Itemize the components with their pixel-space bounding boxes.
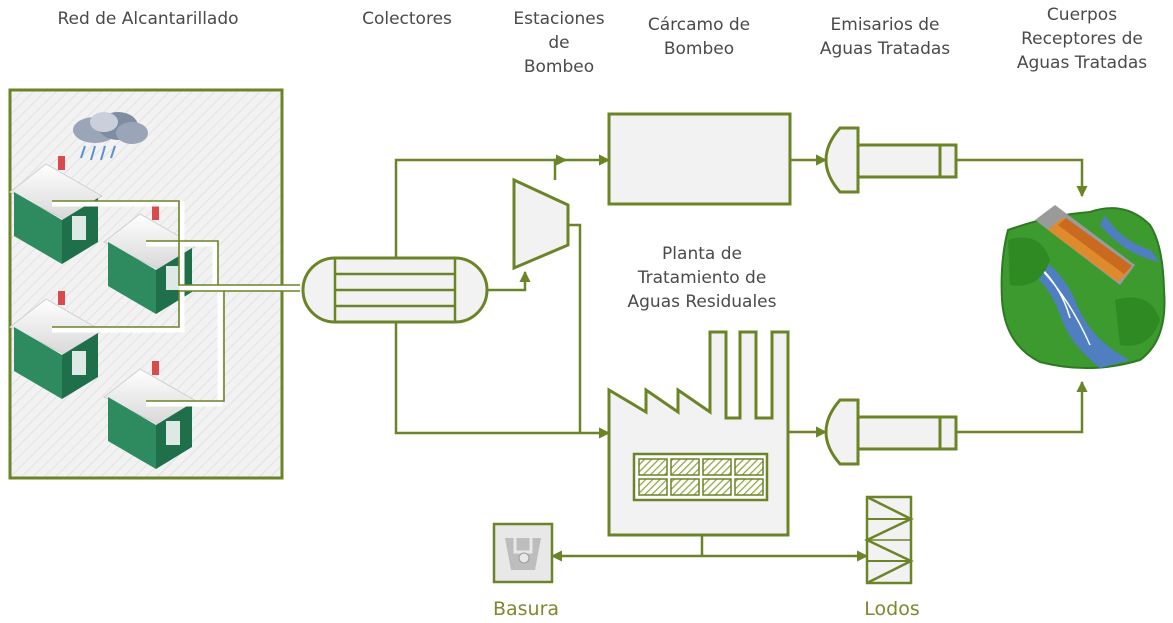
label-red-alcantarillado: Red de Alcantarillado — [57, 9, 238, 29]
treated-outfall-bottom — [824, 398, 958, 466]
label-cuerpos-3: Aguas Tratadas — [1017, 53, 1147, 73]
label-planta-2: Tratamiento de — [637, 268, 767, 288]
flow-arrow — [956, 380, 1088, 434]
label-emisarios-2: Aguas Tratadas — [820, 39, 950, 59]
label-colectores: Colectores — [362, 9, 452, 29]
flow-arrow — [394, 154, 568, 258]
rain-cloud-icon — [73, 112, 148, 161]
flow-lines — [394, 154, 1088, 562]
pump-sump-box — [607, 112, 792, 206]
flow-arrow — [394, 322, 611, 439]
sewer-network-box — [8, 88, 300, 480]
label-cuerpos-1: Cuerpos — [1047, 5, 1117, 25]
treatment-plant-factory — [607, 330, 790, 537]
label-emisarios-1: Emisarios de — [831, 15, 940, 35]
pumping-station — [512, 177, 570, 271]
label-planta-1: Planta de — [662, 244, 742, 264]
label-carcamo-1: Cárcamo de — [648, 15, 750, 35]
flow-arrow — [487, 270, 531, 292]
flow-arrow — [553, 154, 611, 180]
label-lodos: Lodos — [864, 598, 919, 620]
flow-arrow — [956, 158, 1088, 198]
label-cuerpos-2: Receptores de — [1021, 29, 1143, 49]
label-estaciones-2: de — [548, 33, 569, 53]
trash-bin-icon — [492, 522, 554, 584]
label-basura: Basura — [493, 598, 559, 620]
label-carcamo-2: Bombeo — [664, 39, 734, 59]
river-landscape-icon — [1000, 205, 1166, 370]
label-estaciones-3: Bombeo — [524, 57, 594, 77]
label-planta-3: Aguas Residuales — [628, 292, 777, 312]
label-estaciones-1: Estaciones — [513, 9, 604, 29]
collector-tank — [301, 256, 489, 324]
sludge-container-icon — [864, 495, 914, 585]
treated-outfall-top — [824, 126, 958, 194]
